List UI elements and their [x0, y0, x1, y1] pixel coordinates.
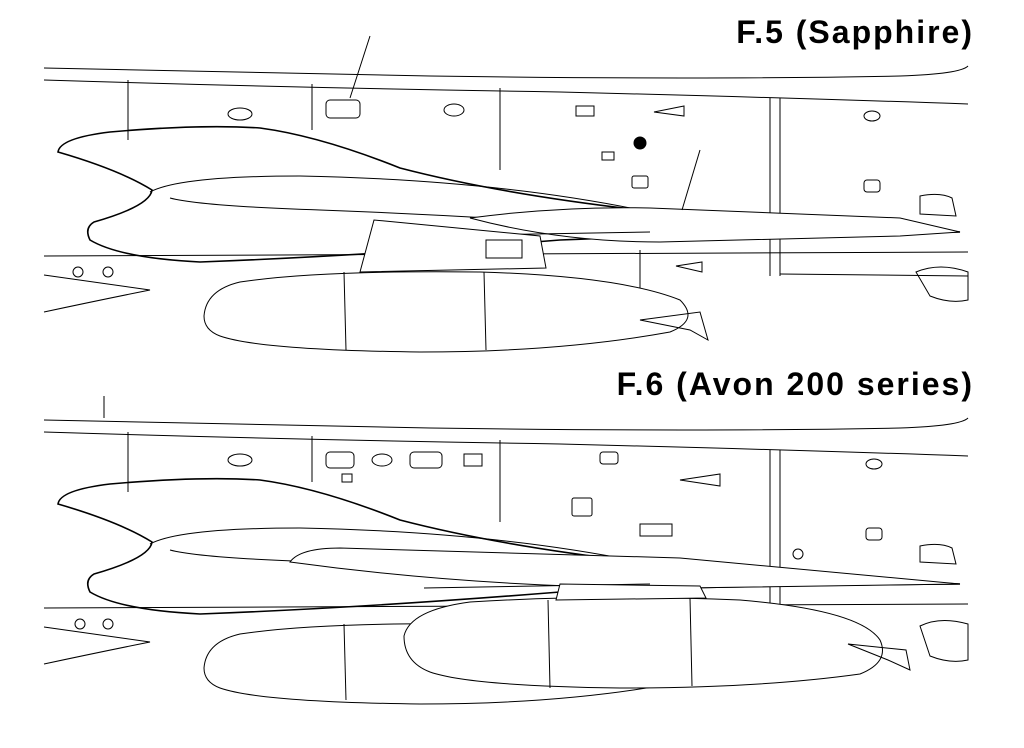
bolt-icon [103, 267, 113, 277]
rear-fairing [920, 620, 968, 661]
fuselage-fairing [470, 208, 960, 242]
access-panel [866, 528, 882, 540]
fuselage-top-line-inner [44, 80, 968, 104]
black-port-icon [793, 549, 803, 559]
black-port-icon [634, 137, 646, 149]
access-panel [342, 474, 352, 482]
access-panel [864, 180, 880, 192]
tank-fin [848, 644, 910, 670]
intake-scoop [654, 106, 684, 116]
pylon [360, 220, 546, 272]
bolt-icon [103, 619, 113, 629]
intake-scoop [680, 474, 720, 486]
fuselage-fairing [290, 548, 960, 588]
antenna-line [682, 150, 700, 210]
access-panel [632, 176, 648, 188]
access-panel [572, 498, 592, 516]
tank-panel-line [548, 600, 550, 688]
tank-panel-line [344, 272, 346, 350]
f5-side-view-drawing [0, 0, 1024, 360]
access-panel [326, 452, 354, 468]
vent-grille [600, 452, 618, 464]
nose-intake-line [44, 275, 150, 312]
tank-panel-line [484, 272, 486, 350]
drop-tank-large [404, 597, 883, 688]
access-panel [866, 459, 882, 469]
vent-grille [464, 454, 482, 466]
nose-intake-line [44, 627, 150, 664]
tank-panel-line [344, 624, 346, 700]
access-panel [228, 108, 252, 120]
vent-grille [576, 106, 594, 116]
access-panel [864, 111, 880, 121]
rear-lower-line [780, 274, 968, 276]
access-panel [228, 454, 252, 466]
access-panel [410, 452, 442, 468]
antenna-line [350, 36, 370, 98]
fuselage-top-line-inner [44, 432, 968, 456]
rear-fairing [916, 267, 968, 301]
fuselage-top-line [44, 418, 968, 430]
variant-label-f6: F.6 (Avon 200 series) [616, 366, 974, 402]
fuselage-top-line [44, 66, 968, 78]
wing-inner-line [150, 528, 650, 564]
wing-outline [58, 479, 960, 614]
access-panel [372, 454, 392, 466]
tank-panel-line [690, 598, 692, 686]
bolt-icon [73, 267, 83, 277]
intake-scoop [676, 262, 702, 272]
vent-grille [640, 524, 672, 536]
f6-side-view-drawing [0, 388, 1024, 748]
access-panel [920, 194, 956, 216]
wing-inner-line [150, 176, 650, 212]
pylon-panel [486, 240, 522, 258]
drop-tank [204, 272, 688, 352]
variant-label-f5: F.5 (Sapphire) [736, 14, 974, 50]
access-panel [326, 100, 360, 118]
access-panel [920, 544, 956, 564]
bolt-icon [75, 619, 85, 629]
access-panel [444, 104, 464, 116]
pylon [556, 584, 706, 600]
vent-grille [602, 152, 614, 160]
tank-fin [640, 312, 708, 340]
